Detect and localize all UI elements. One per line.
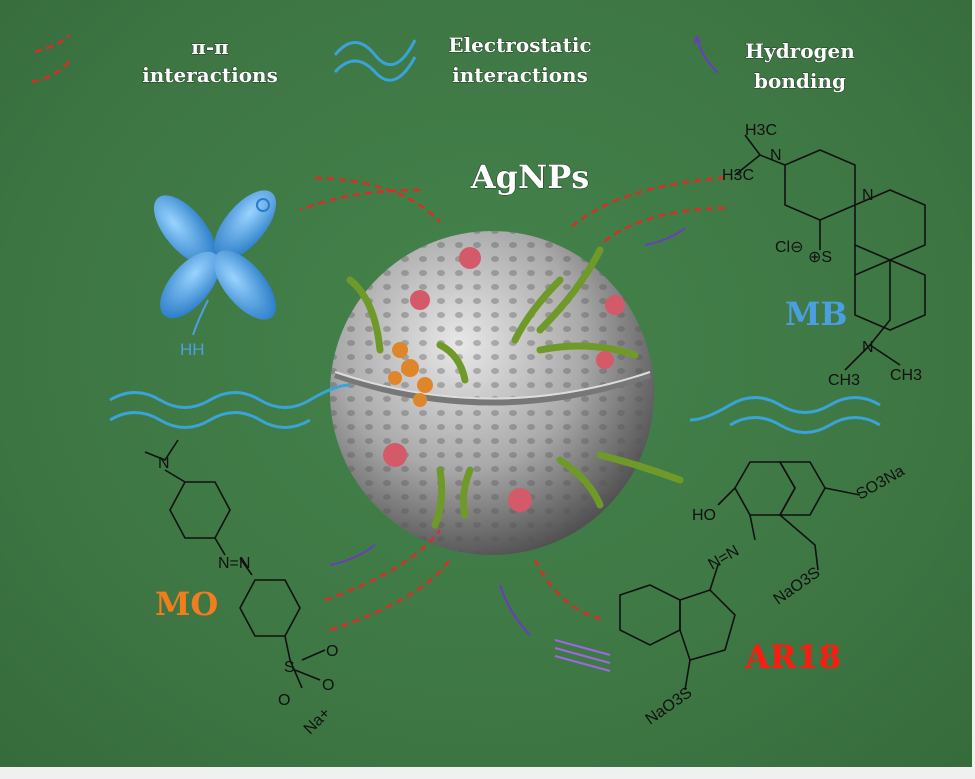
mo-o2: O (322, 677, 334, 694)
legend-pi-line1: π-π (191, 35, 229, 59)
mb-n-ring: N (862, 187, 874, 204)
ar18-azo: N=N (706, 543, 743, 574)
legend-pi-line2: interactions (142, 63, 278, 87)
p-orbital-icon: HH (153, 190, 277, 359)
agnps-label: AgNPs (470, 158, 590, 196)
orange-cluster (388, 342, 433, 407)
mb-s: ⊕S (808, 249, 832, 266)
mb-ch3-left: CH3 (828, 372, 860, 389)
ar18-so3na: SO3Na (854, 462, 908, 503)
mo-o1: O (326, 643, 338, 660)
ar18-nao3s-bottom: NaO3S (643, 684, 696, 728)
legend-hydrogen-line1: Hydrogen (745, 39, 855, 63)
hydrogen-legend-arrow-icon (693, 35, 719, 74)
mb-label: MB (785, 295, 847, 333)
mo-azo: N=N (218, 555, 250, 572)
orbital-label: HH (180, 340, 205, 359)
dye-adsorbates (383, 247, 625, 512)
mo-s: S (284, 659, 295, 676)
hydrogen-bond-arrows (329, 227, 686, 672)
electrostatic-legend-icon (333, 39, 417, 82)
mb-n-top: N (770, 147, 782, 164)
ar18-ho: HO (692, 507, 716, 524)
acid-red-18-structure: HO N=N SO3Na NaO3S NaO3S AR18 (619, 461, 908, 728)
mb-h3c-mid: H3C (722, 167, 754, 184)
mo-label: MO (155, 585, 218, 623)
mb-ch3-right: CH3 (890, 367, 922, 384)
mo-o3: O (278, 692, 290, 709)
pi-legend-icon (31, 34, 71, 84)
silver-nanoparticle: AgNPs (330, 158, 684, 555)
legend-electrostatic-line2: interactions (452, 63, 588, 87)
methylene-blue-structure: H3C H3C N N Cl⊖ ⊕S N CH3 CH3 MB (722, 122, 926, 389)
mb-n-bottom: N (862, 339, 874, 356)
mo-n-top: N (158, 455, 170, 472)
mb-cl: Cl⊖ (775, 239, 804, 256)
mb-h3c-top: H3C (745, 122, 777, 139)
methyl-orange-structure: N N=N S O O O Na+ MO (144, 439, 338, 738)
ar18-nao3s-mid: NaO3S (771, 564, 824, 608)
pi-interaction-arrows (299, 176, 726, 632)
ligand-chains (346, 246, 684, 529)
mo-na: Na+ (301, 705, 334, 738)
legend: π-π interactions Electrostatic interacti… (31, 33, 856, 94)
electrostatic-interaction-waves (109, 383, 881, 434)
legend-hydrogen-line2: bonding (754, 69, 846, 93)
ar18-label: AR18 (744, 638, 841, 676)
legend-electrostatic-line1: Electrostatic (448, 33, 591, 57)
